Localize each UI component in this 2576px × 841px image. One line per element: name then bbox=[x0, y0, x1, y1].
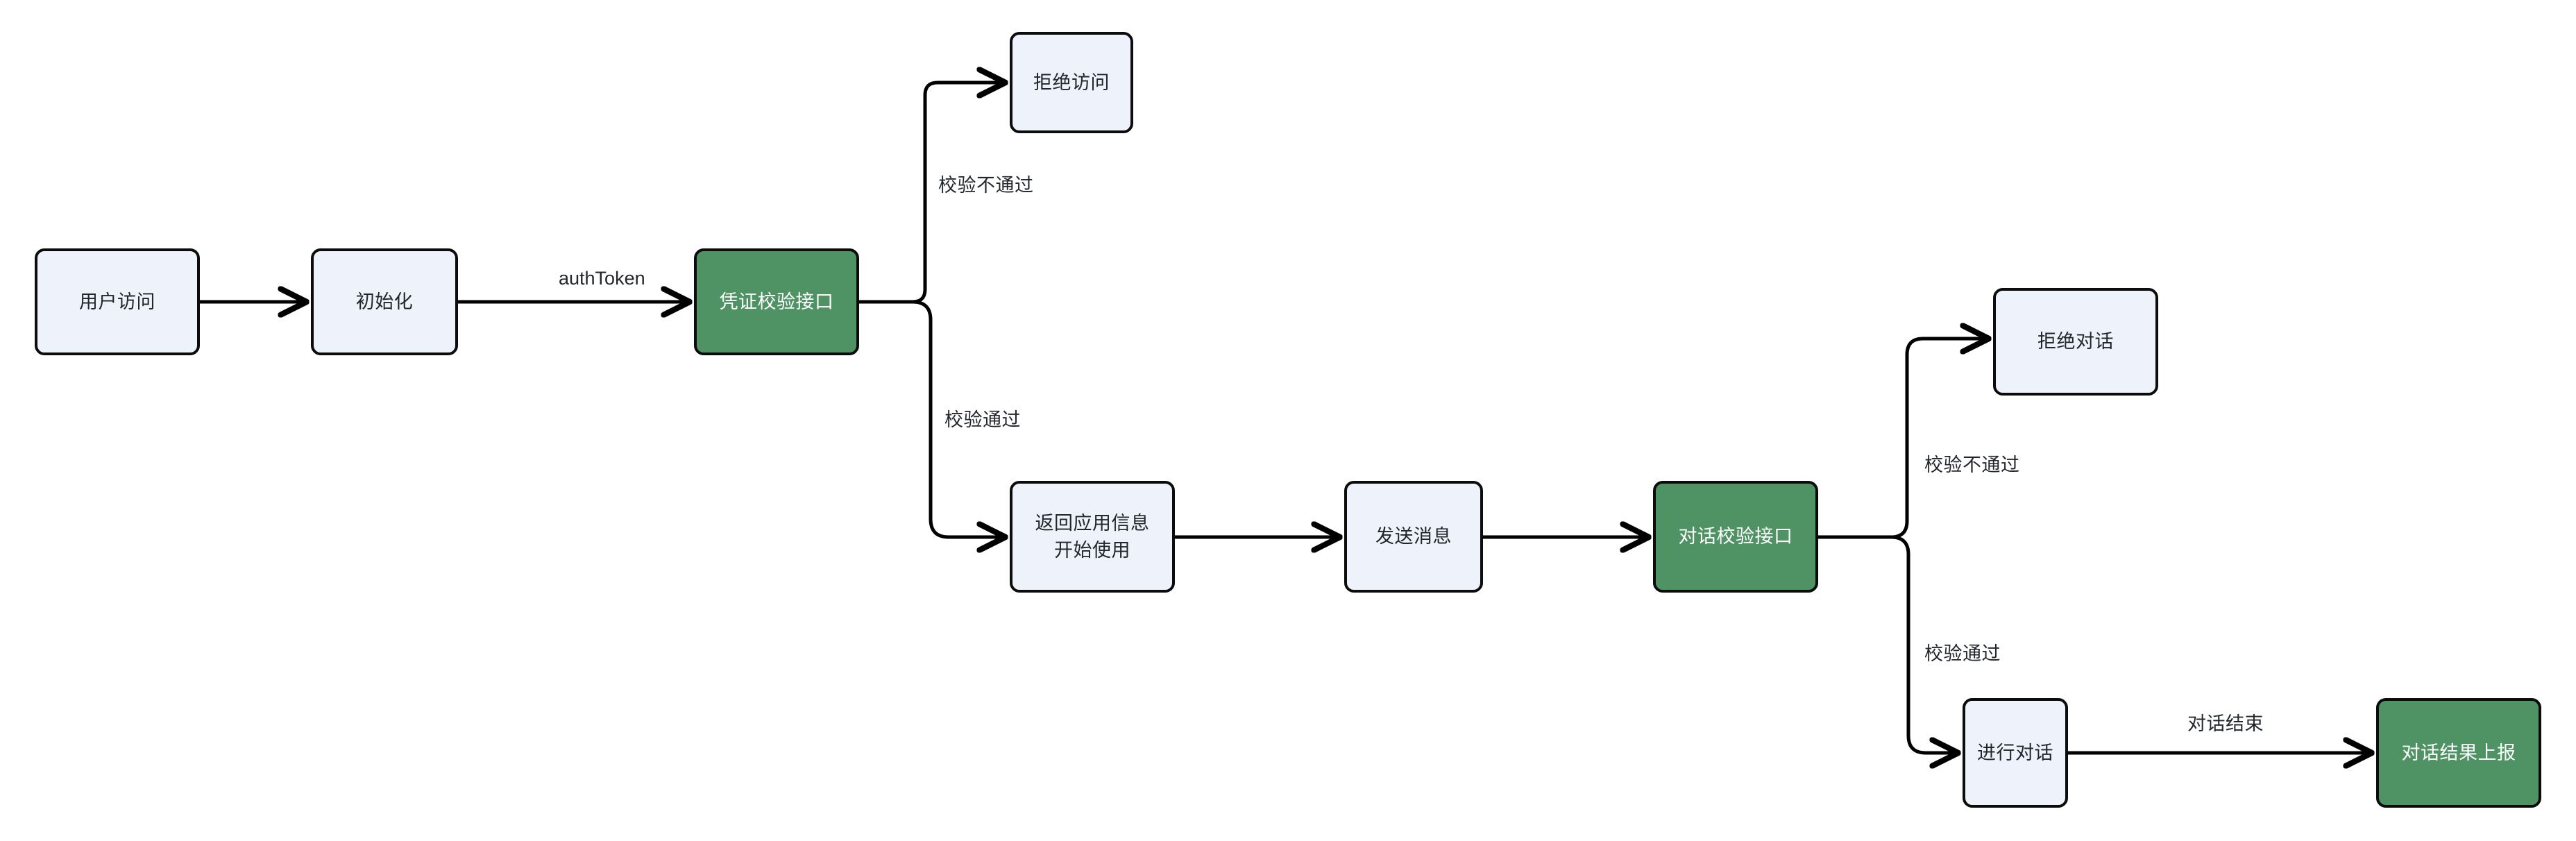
node-deny-access[interactable]: 拒绝访问 bbox=[1010, 32, 1133, 133]
node-cred-verify-api[interactable]: 凭证校验接口 bbox=[694, 248, 859, 355]
node-send-message[interactable]: 发送消息 bbox=[1344, 481, 1483, 593]
edge-label-dialog-verify-failed: 校验不通过 bbox=[1924, 455, 2020, 475]
node-user-access[interactable]: 用户访问 bbox=[35, 248, 200, 355]
edge-label-cred-verify-failed: 校验不通过 bbox=[938, 175, 1034, 196]
node-dialog-verify-api[interactable]: 对话校验接口 bbox=[1653, 481, 1818, 593]
node-do-dialog[interactable]: 进行对话 bbox=[1963, 698, 2068, 808]
node-reject-dialog[interactable]: 拒绝对话 bbox=[1993, 288, 2158, 396]
edge-label-cred-verify-passed: 校验通过 bbox=[944, 409, 1021, 430]
edge-label-auth-token: authToken bbox=[559, 268, 645, 289]
node-init[interactable]: 初始化 bbox=[311, 248, 458, 355]
node-return-app-info[interactable]: 返回应用信息 开始使用 bbox=[1010, 481, 1175, 593]
node-report-result[interactable]: 对话结果上报 bbox=[2376, 698, 2541, 808]
edge-label-dialog-verify-passed: 校验通过 bbox=[1924, 643, 2001, 664]
edge-label-dialog-end: 对话结束 bbox=[2187, 713, 2264, 734]
edge-dialog-verify-to-reject-dialog bbox=[1818, 339, 1988, 539]
